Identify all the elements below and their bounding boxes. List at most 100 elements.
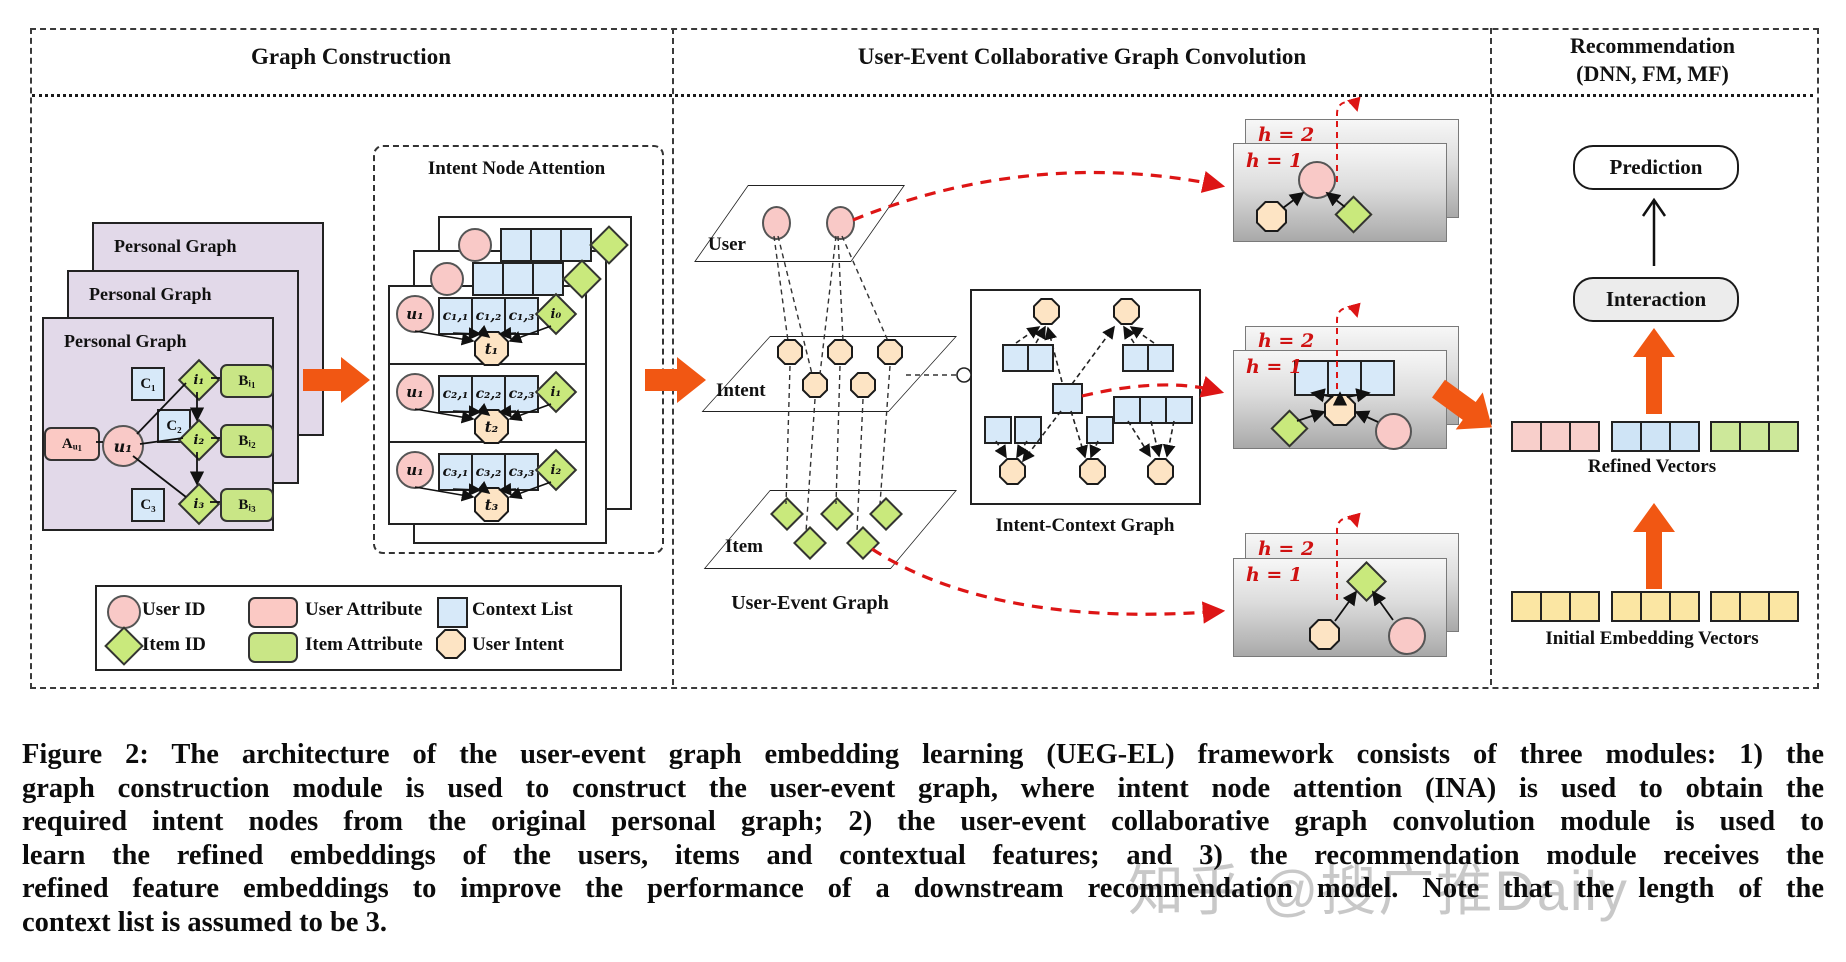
user-intent-node <box>1256 201 1287 232</box>
refined-vector-item <box>1710 421 1799 452</box>
user-intent-node <box>1079 458 1106 485</box>
initial-vectors-label: Initial Embedding Vectors <box>1545 628 1759 649</box>
context-list-cells <box>1002 344 1054 372</box>
user-id-node <box>1388 617 1426 655</box>
context-node <box>1086 416 1114 444</box>
user-id-node: u₁ <box>102 425 144 467</box>
context-list-cells <box>1113 396 1193 424</box>
personal-graph-title: Personal Graph <box>114 236 237 256</box>
intent-context-graph-label: Intent-Context Graph <box>995 515 1175 536</box>
legend-item-id-label: Item ID <box>142 634 206 655</box>
intent-plane-label: Intent <box>716 380 766 401</box>
item-attribute-node: Bᵢ₃ <box>220 488 274 522</box>
caption-line: refined feature embeddings to improve th… <box>22 873 1824 905</box>
legend-context-list-icon <box>437 597 468 628</box>
prediction-box: Prediction <box>1573 145 1739 190</box>
refined-vector-user <box>1511 421 1600 452</box>
refined-vector-context <box>1611 421 1700 452</box>
context-cell: c₃,₃ <box>504 453 539 491</box>
user-intent-node <box>850 372 876 398</box>
user-intent-node: t₂ <box>474 409 509 444</box>
context-list-cells: c₁,₁ c₁,₂ c₁,₃ <box>438 297 539 335</box>
legend-user-attribute-icon <box>248 597 298 628</box>
panel-divider-2 <box>1490 28 1492 685</box>
user-id-node <box>430 262 464 296</box>
caption-line: Figure 2: The architecture of the user-e… <box>22 739 1824 770</box>
panel-title-recommendation-line2: (DNN, FM, MF) <box>1576 61 1729 86</box>
legend-user-intent-icon <box>436 629 466 659</box>
user-id-node: u₁ <box>396 373 434 411</box>
figure-caption: Figure 2: The architecture of the user-e… <box>22 738 1824 940</box>
item-attribute-node: Bᵢ₂ <box>220 424 274 458</box>
intent-node-attention-title: Intent Node Attention <box>427 158 606 179</box>
context-node <box>1052 383 1083 414</box>
hop-label-h2: h = 2 <box>1258 124 1315 146</box>
user-intent-node: t₁ <box>474 331 509 366</box>
personal-graph-title: Personal Graph <box>64 331 187 351</box>
context-cell: c₃,₁ <box>438 453 473 491</box>
legend-user-id-label: User ID <box>142 599 206 620</box>
legend-item-attribute-label: Item Attribute <box>305 634 423 655</box>
user-attribute-node: Aᵤ₁ <box>44 427 100 461</box>
legend-user-attribute-label: User Attribute <box>305 599 423 620</box>
header-separator <box>32 94 1813 97</box>
user-intent-node <box>1309 619 1340 650</box>
hop-label-h1: h = 1 <box>1246 356 1303 378</box>
user-intent-node <box>1113 298 1140 325</box>
user-plane-label: User <box>708 234 746 255</box>
context-cell: c₂,₂ <box>471 375 506 413</box>
hop-label-h2: h = 2 <box>1258 330 1315 352</box>
context-cell: c₁,₂ <box>471 297 506 335</box>
context-cell: c₁,₁ <box>438 297 473 335</box>
user-id-node: u₁ <box>396 451 434 489</box>
item-plane-label: Item <box>725 536 763 557</box>
context-list-cells <box>472 262 564 296</box>
user-intent-node: t₃ <box>474 487 509 522</box>
initial-vector <box>1511 591 1600 622</box>
user-intent-node <box>827 339 853 365</box>
context-list-cells <box>1122 344 1174 372</box>
context-list-cells: c₂,₁ c₂,₂ c₂,₃ <box>438 375 539 413</box>
caption-line: required intent nodes from the original … <box>22 806 1824 838</box>
user-intent-node <box>1147 458 1174 485</box>
panel-title-graph-construction: Graph Construction <box>251 44 451 69</box>
personal-graph-title: Personal Graph <box>89 284 212 304</box>
user-intent-node <box>999 458 1026 485</box>
hop-label-h1: h = 1 <box>1246 564 1303 586</box>
intent-node-attention-box <box>373 145 664 554</box>
context-cell: c₂,₁ <box>438 375 473 413</box>
user-id-node <box>762 206 791 240</box>
hop-label-h1: h = 1 <box>1246 150 1303 172</box>
context-list-cells: c₃,₁ c₃,₂ c₃,₃ <box>438 453 539 491</box>
user-id-node: u₁ <box>396 295 434 333</box>
context-cell: c₁,₃ <box>504 297 539 335</box>
initial-vector <box>1710 591 1799 622</box>
legend-user-id-icon <box>107 595 141 629</box>
user-id-node <box>1375 413 1412 450</box>
user-event-graph-label: User-Event Graph <box>731 592 889 614</box>
context-node <box>984 416 1012 444</box>
user-id-node <box>826 206 855 240</box>
context-cell: c₃,₂ <box>471 453 506 491</box>
panel-title-convolution: User-Event Collaborative Graph Convoluti… <box>857 44 1307 69</box>
user-intent-node <box>1324 394 1356 426</box>
legend-user-intent-label: User Intent <box>472 634 565 655</box>
legend-box <box>95 585 622 671</box>
caption-line: graph construction module is used to con… <box>22 772 1824 804</box>
caption-line: context list is assumed to be 3. <box>22 906 387 938</box>
item-attribute-node: Bᵢ₁ <box>220 364 274 398</box>
user-intent-node <box>777 339 803 365</box>
panel-divider-1 <box>672 28 674 685</box>
context-cell: c₂,₃ <box>504 375 539 413</box>
interaction-box: Interaction <box>1573 277 1739 322</box>
user-id-node <box>458 228 492 262</box>
panel-title-recommendation-line1: Recommendation <box>1570 33 1735 58</box>
initial-vector <box>1611 591 1700 622</box>
context-list-cells <box>1294 360 1395 396</box>
context-list-node: C₃ <box>131 488 165 522</box>
context-list-node: C₁ <box>131 367 165 401</box>
user-intent-node <box>1033 298 1060 325</box>
refined-vectors-label: Refined Vectors <box>1587 456 1717 477</box>
user-intent-node <box>877 339 903 365</box>
